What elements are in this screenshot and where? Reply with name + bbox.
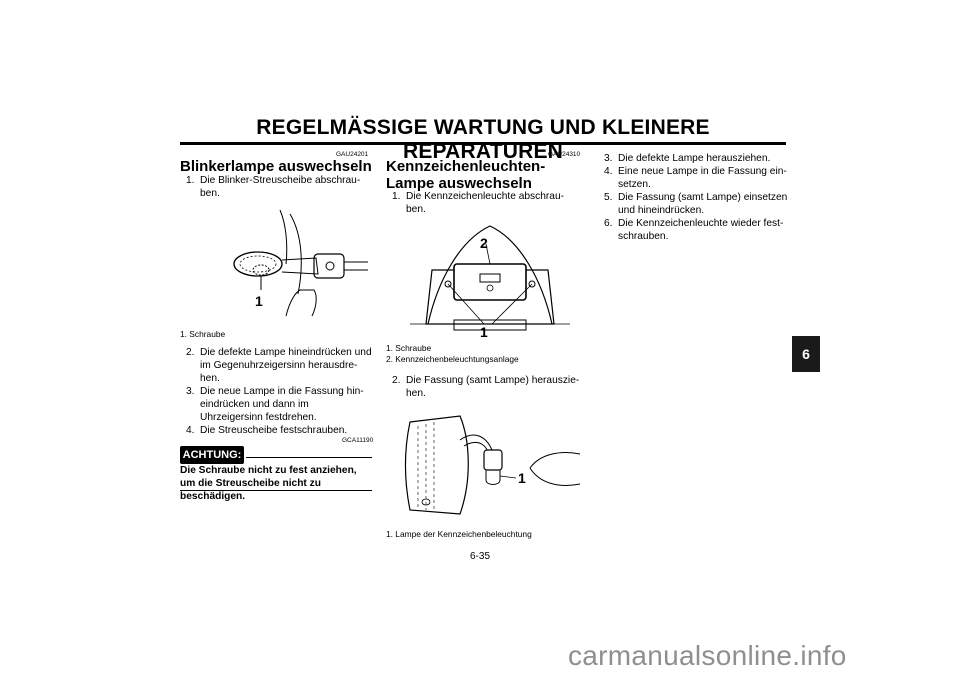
step-item: 2. Die Fassung (samt Lampe) herauszie-he…: [386, 374, 580, 400]
step-number: 3.: [604, 153, 613, 164]
caution-end-rule: [180, 490, 372, 491]
header-rule: [180, 142, 786, 145]
step-text: Die Streuscheibe festschrauben.: [200, 425, 348, 436]
step-text: Die Fassung (samt Lampe) herauszie-hen.: [406, 375, 580, 399]
step-item: 6. Die Kennzeichenleuchte wieder fest-sc…: [598, 217, 790, 243]
step-number: 3.: [186, 386, 195, 397]
step-list: 2. Die Fassung (samt Lampe) herauszie-he…: [386, 374, 580, 400]
bulb-socket-figure: [404, 415, 581, 515]
step-text: Die defekte Lampe herausziehen.: [618, 153, 771, 164]
step-number: 2.: [186, 347, 195, 358]
step-list: 1. Die Kennzeichenleuchte abschrau-ben.: [386, 190, 580, 216]
step-text: Die Kennzeichenleuchte abschrau-ben.: [406, 191, 565, 215]
step-text: Die Fassung (samt Lampe) einsetzen und h…: [618, 192, 788, 216]
watermark: carmanualsonline.info: [568, 640, 847, 671]
step-number: 2.: [392, 375, 401, 386]
license-light-figure: [410, 225, 570, 331]
section-heading: Kennzeichenleuchten-Lampe auswechseln: [386, 158, 546, 192]
step-list: 2. Die defekte Lampe hineindrücken und i…: [180, 346, 372, 437]
step-list: 1. Die Blinker-Streuscheibe abschrau-ben…: [180, 174, 372, 200]
step-number: 1.: [392, 191, 401, 202]
step-text: Die defekte Lampe hineindrücken und im G…: [200, 347, 372, 384]
caution-text: Die Schraube nicht zu fest anziehen, um …: [180, 465, 357, 502]
section-code: GAU24201: [336, 151, 369, 158]
step-item: 1. Die Blinker-Streuscheibe abschrau-ben…: [180, 174, 372, 200]
step-list: 3. Die defekte Lampe herausziehen. 4. Ei…: [598, 152, 790, 243]
figure-caption: 2. Kennzeichenbeleuchtungsanlage: [386, 354, 519, 364]
step-item: 3. Die neue Lampe in die Fassung hin-ein…: [180, 385, 372, 424]
step-number: 4.: [186, 425, 195, 436]
figure-caption: 1. Schraube: [180, 329, 226, 339]
step-number: 5.: [604, 192, 613, 203]
section-heading: Blinkerlampe auswechseln: [180, 158, 372, 175]
figure-label: 1: [518, 470, 526, 486]
step-text: Die Blinker-Streuscheibe abschrau-ben.: [200, 175, 361, 199]
step-item: 2. Die defekte Lampe hineindrücken und i…: [180, 346, 372, 385]
step-text: Die Kennzeichenleuchte wieder fest-schra…: [618, 218, 784, 242]
step-item: 4. Die Streuscheibe festschrauben.: [180, 424, 372, 437]
step-item: 4. Eine neue Lampe in die Fassung ein-se…: [598, 165, 790, 191]
step-item: 5. Die Fassung (samt Lampe) einsetzen un…: [598, 191, 790, 217]
step-text: Die neue Lampe in die Fassung hin-eindrü…: [200, 386, 364, 423]
step-item: 3. Die defekte Lampe herausziehen.: [598, 152, 790, 165]
step-item: 1. Die Kennzeichenleuchte abschrau-ben.: [386, 190, 580, 216]
figure-label: 1: [255, 293, 263, 309]
step-number: 1.: [186, 175, 195, 186]
figure-label: 2: [480, 235, 488, 251]
step-text: Eine neue Lampe in die Fassung ein-setze…: [618, 166, 787, 190]
section-code: GAU24310: [548, 151, 581, 158]
figure-label: 1: [480, 324, 488, 340]
caution-rule: [246, 457, 372, 458]
caution-badge: ACHTUNG:: [180, 446, 244, 464]
figure-caption: 1. Lampe der Kennzeichenbeleuchtung: [386, 529, 532, 539]
step-number: 6.: [604, 218, 613, 229]
chapter-tab: 6: [792, 336, 820, 372]
page-title: REGELMÄSSIGE WARTUNG UND KLEINERE REPARA…: [256, 116, 710, 163]
caution-code: GCA11190: [342, 437, 374, 444]
step-number: 4.: [604, 166, 613, 177]
page-number: 6-35: [469, 551, 490, 562]
turn-signal-figure: [233, 209, 368, 317]
figure-caption: 1. Schraube: [386, 343, 432, 353]
